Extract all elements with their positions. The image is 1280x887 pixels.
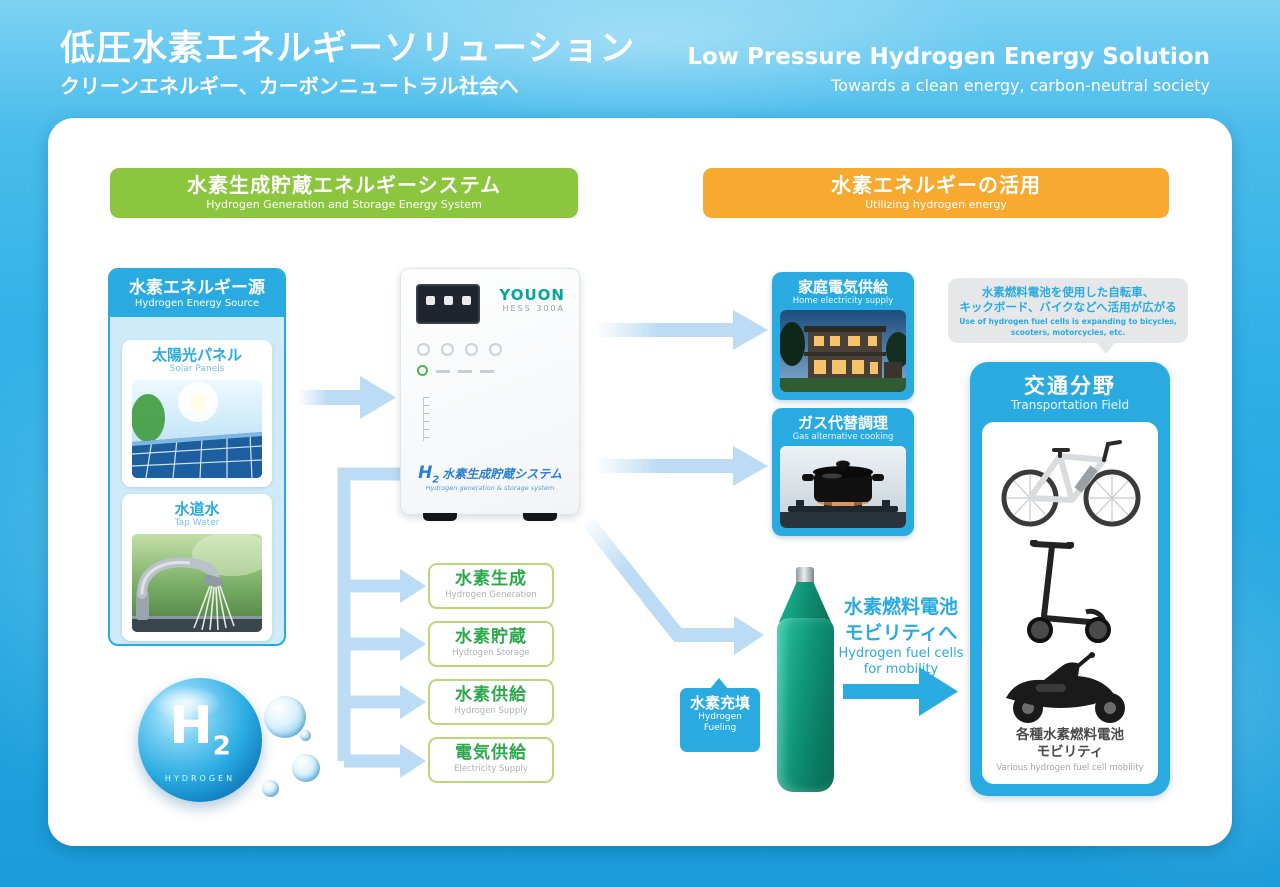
step-hydrogen-storage: 水素貯蔵 Hydrogen Storage: [428, 621, 554, 667]
house-image: [780, 310, 906, 392]
device-foot: [423, 513, 457, 521]
flow-arrows: [298, 310, 958, 778]
callout-jp-line2: キックボード、バイクなどへ活用が広がる: [959, 300, 1177, 314]
fueling-label-en2: Fueling: [703, 723, 737, 733]
callout-jp-line1: 水素燃料電池を使用した自転車、: [981, 285, 1155, 299]
transportation-caption-en: Various hydrogen fuel cell mobility: [996, 763, 1144, 773]
device-brand: YOUON HESS 300A: [499, 286, 565, 313]
fueling-tag-tail: [710, 678, 728, 689]
transportation-caption-jp1: 各種水素燃料電池: [1016, 727, 1124, 743]
page-title-jp: 低圧水素エネルギーソリューション: [60, 29, 636, 69]
callout-en-line2: scooters, motorcycles, etc.: [1010, 328, 1126, 337]
transportation-caption-jp2: モビリティ: [1036, 744, 1104, 760]
app-gas-cooking: ガス代替調理 Gas alternative cooking: [772, 408, 914, 536]
app-label-en: Gas alternative cooking: [792, 432, 894, 442]
step-label-en: Hydrogen Generation: [445, 590, 537, 600]
app-label-jp: 家庭電気供給: [797, 278, 888, 296]
logo-shine: [152, 686, 222, 720]
bubble: [300, 730, 311, 741]
section-utilization-title-en: Utilizing hydrogen energy: [865, 198, 1007, 211]
page-title-en: Low Pressure Hydrogen Energy Solution: [687, 44, 1210, 70]
hydrogen-fueling-tag: 水素充填 Hydrogen Fueling: [680, 678, 760, 752]
hydrogen-bottle-cap: [796, 567, 814, 583]
cooking-pot-image: [780, 446, 906, 528]
step-label-en: Electricity Supply: [454, 764, 528, 774]
device-status-light: [417, 361, 494, 380]
fueling-label-jp: 水素充填: [689, 694, 750, 712]
step-electricity-supply: 電気供給 Electricity Supply: [428, 737, 554, 783]
hydrogen-energy-source-panel: 水素エネルギー源 Hydrogen Energy Source 太陽光パネル S…: [108, 268, 286, 646]
step-label-jp: 水素貯蔵: [455, 627, 527, 647]
mobility-jp1: 水素燃料電池: [843, 596, 958, 618]
step-label-jp: 水素供給: [455, 685, 527, 705]
device-indicator-lights: [417, 341, 513, 360]
transportation-vehicles-card: 各種水素燃料電池 モビリティ Various hydrogen fuel cel…: [982, 422, 1158, 784]
h2-hydrogen-logo: H2 HYDROGEN: [138, 678, 262, 802]
app-home-electricity: 家庭電気供給 Home electricity supply: [772, 272, 914, 400]
section-header-utilization: 水素エネルギーの活用 Utilizing hydrogen energy: [703, 168, 1169, 218]
transportation-field-panel: 交通分野 Transportation Field: [970, 362, 1170, 796]
energy-source-header: 水素エネルギー源 Hydrogen Energy Source: [110, 270, 284, 317]
step-hydrogen-supply: 水素供給 Hydrogen Supply: [428, 679, 554, 725]
section-utilization-title-jp: 水素エネルギーの活用: [831, 173, 1041, 197]
tap-water-label-en: Tap Water: [174, 518, 220, 528]
tap-water-card: 水道水 Tap Water: [122, 494, 272, 641]
device-level-gauge: [423, 397, 430, 441]
energy-source-title-jp: 水素エネルギー源: [129, 278, 265, 298]
solar-panels-label-jp: 太陽光パネル: [151, 346, 242, 364]
step-label-jp: 水素生成: [455, 569, 527, 589]
fuel-cell-callout: 水素燃料電池を使用した自転車、 キックボード、バイクなどへ活用が広がる Use …: [948, 278, 1188, 354]
section-header-generation: 水素生成貯蔵エネルギーシステム Hydrogen Generation and …: [110, 168, 578, 218]
transportation-caption: 各種水素燃料電池 モビリティ Various hydrogen fuel cel…: [982, 727, 1158, 774]
device-h2-mark: H2: [418, 462, 440, 485]
bubble: [264, 696, 306, 738]
step-label-jp: 電気供給: [455, 743, 527, 763]
device-model: HESS 300A: [502, 304, 565, 313]
main-panel: 水素生成貯蔵エネルギーシステム Hydrogen Generation and …: [48, 118, 1232, 846]
transportation-title-en: Transportation Field: [1010, 398, 1130, 412]
device-label-jp: 水素生成貯蔵システム: [442, 466, 562, 481]
callout-tail: [1096, 342, 1116, 354]
device-label-en: Hydrogen generation & storage system: [425, 484, 555, 492]
solar-panels-label-en: Solar Panels: [169, 364, 225, 374]
page-subtitle-jp: クリーンエネルギー、カーボンニュートラル社会へ: [60, 74, 519, 98]
solar-panels-card: 太陽光パネル Solar Panels: [122, 340, 272, 487]
mobility-en2: for mobility: [863, 662, 939, 677]
fueling-label-en1: Hydrogen: [698, 712, 742, 722]
app-label-jp: ガス代替調理: [797, 414, 888, 432]
section-generation-title-jp: 水素生成貯蔵エネルギーシステム: [187, 173, 501, 197]
motor-scooter-image: [1006, 652, 1125, 723]
device-foot: [523, 513, 557, 521]
solar-panels-image: [132, 380, 262, 478]
step-hydrogen-generation: 水素生成 Hydrogen Generation: [428, 563, 554, 609]
energy-source-title-en: Hydrogen Energy Source: [134, 298, 260, 309]
tap-water-label-jp: 水道水: [174, 500, 220, 518]
kick-scooter-image: [1027, 540, 1111, 643]
step-label-en: Hydrogen Storage: [452, 648, 530, 658]
bubble: [292, 754, 320, 782]
mobility-jp2: モビリティへ: [844, 622, 958, 644]
mobility-en1: Hydrogen fuel cells: [838, 646, 964, 661]
device-screen: [416, 284, 480, 324]
mobility-text: 水素燃料電池 モビリティへ Hydrogen fuel cells for mo…: [816, 594, 986, 678]
tap-water-image: [132, 534, 262, 632]
hydrogen-bottle: [777, 618, 834, 792]
section-generation-title-en: Hydrogen Generation and Storage Energy S…: [206, 198, 482, 211]
logo-caption: HYDROGEN: [164, 774, 236, 784]
app-label-en: Home electricity supply: [792, 296, 894, 306]
device-brand-name: YOUON: [499, 286, 565, 304]
bubble: [262, 780, 279, 797]
ebike-image: [1001, 440, 1141, 527]
page-subtitle-en: Towards a clean energy, carbon-neutral s…: [831, 76, 1210, 95]
transportation-title-jp: 交通分野: [1024, 374, 1116, 398]
callout-en-line1: Use of hydrogen fuel cells is expanding …: [959, 317, 1177, 326]
step-label-en: Hydrogen Supply: [454, 706, 528, 716]
